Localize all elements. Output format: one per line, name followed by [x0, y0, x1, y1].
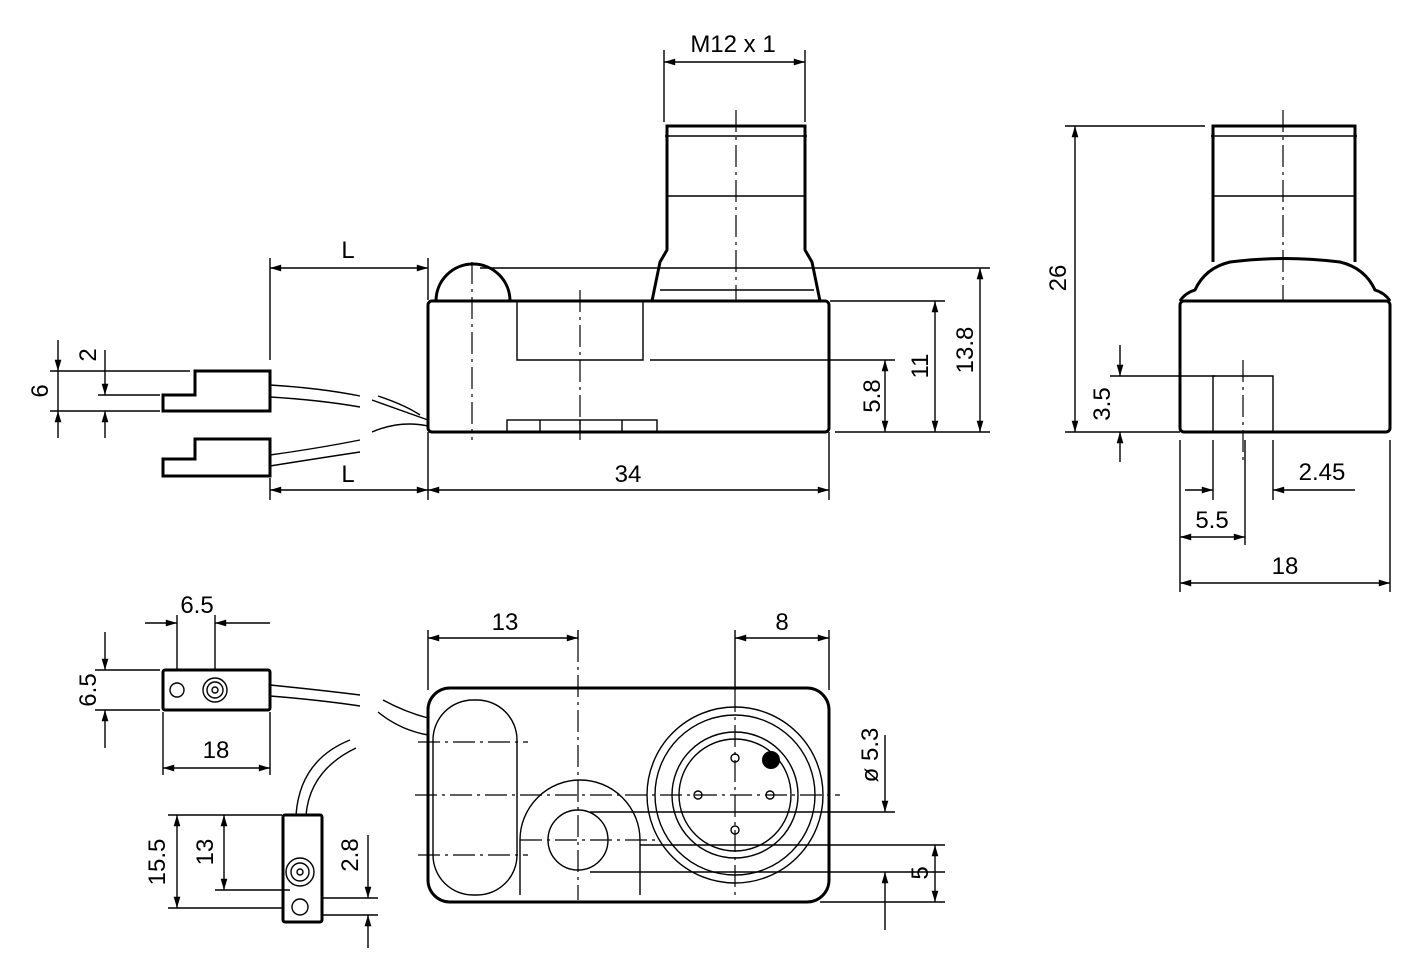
dim-plug-length: 18 [203, 737, 230, 764]
dim-slot-offset: 2.45 [1299, 459, 1346, 486]
dim-slot-height: 3.5 [1089, 387, 1116, 420]
dim-cable-length-top: L [341, 237, 354, 264]
bottom-view-plugs [161, 668, 361, 924]
dim-width: 18 [1272, 553, 1299, 580]
dim-thread: M12 x 1 [690, 31, 775, 58]
dim-slot-height: 5.8 [859, 379, 886, 412]
dim-plug-width: 6.5 [180, 592, 213, 619]
dim-pin-step: 2 [75, 348, 102, 361]
dim-body-height: 11 [907, 354, 934, 379]
dim-plug2-hole-spacing: 13 [192, 839, 219, 866]
dim-length: 34 [615, 461, 642, 488]
dim-plug2-hole-offset: 2.8 [337, 838, 364, 871]
dim-slot-width: 5.5 [1195, 507, 1228, 534]
dim-plug2-length: 15.5 [144, 839, 171, 886]
side-view-dimensions: M12 x 1 L L 34 5.8 11 13.8 6 2 [27, 31, 990, 500]
dim-connector-offset-v: 5 [907, 866, 934, 879]
end-view [1178, 110, 1392, 460]
dim-connector-offset: 8 [775, 609, 788, 636]
bottom-view [295, 640, 840, 904]
cable-plugs-side [161, 369, 429, 478]
end-view-dimensions: 26 3.5 2.45 5.5 18 [1045, 125, 1391, 592]
dim-diameter: ø 5.3 [857, 728, 884, 783]
dim-plug-height: 6.5 [75, 673, 102, 706]
dim-slot-offset-13: 13 [492, 609, 519, 636]
side-view [426, 110, 831, 440]
dim-overall-height: 13.8 [952, 327, 979, 374]
dim-total-height: 26 [1045, 265, 1072, 292]
bottom-view-dimensions: 13 8 ø 5.3 5 6.5 6.5 18 15.5 13 2.8 [75, 592, 945, 948]
dim-cable-length-bottom: L [341, 461, 354, 488]
dim-plug-height: 6 [27, 384, 54, 397]
